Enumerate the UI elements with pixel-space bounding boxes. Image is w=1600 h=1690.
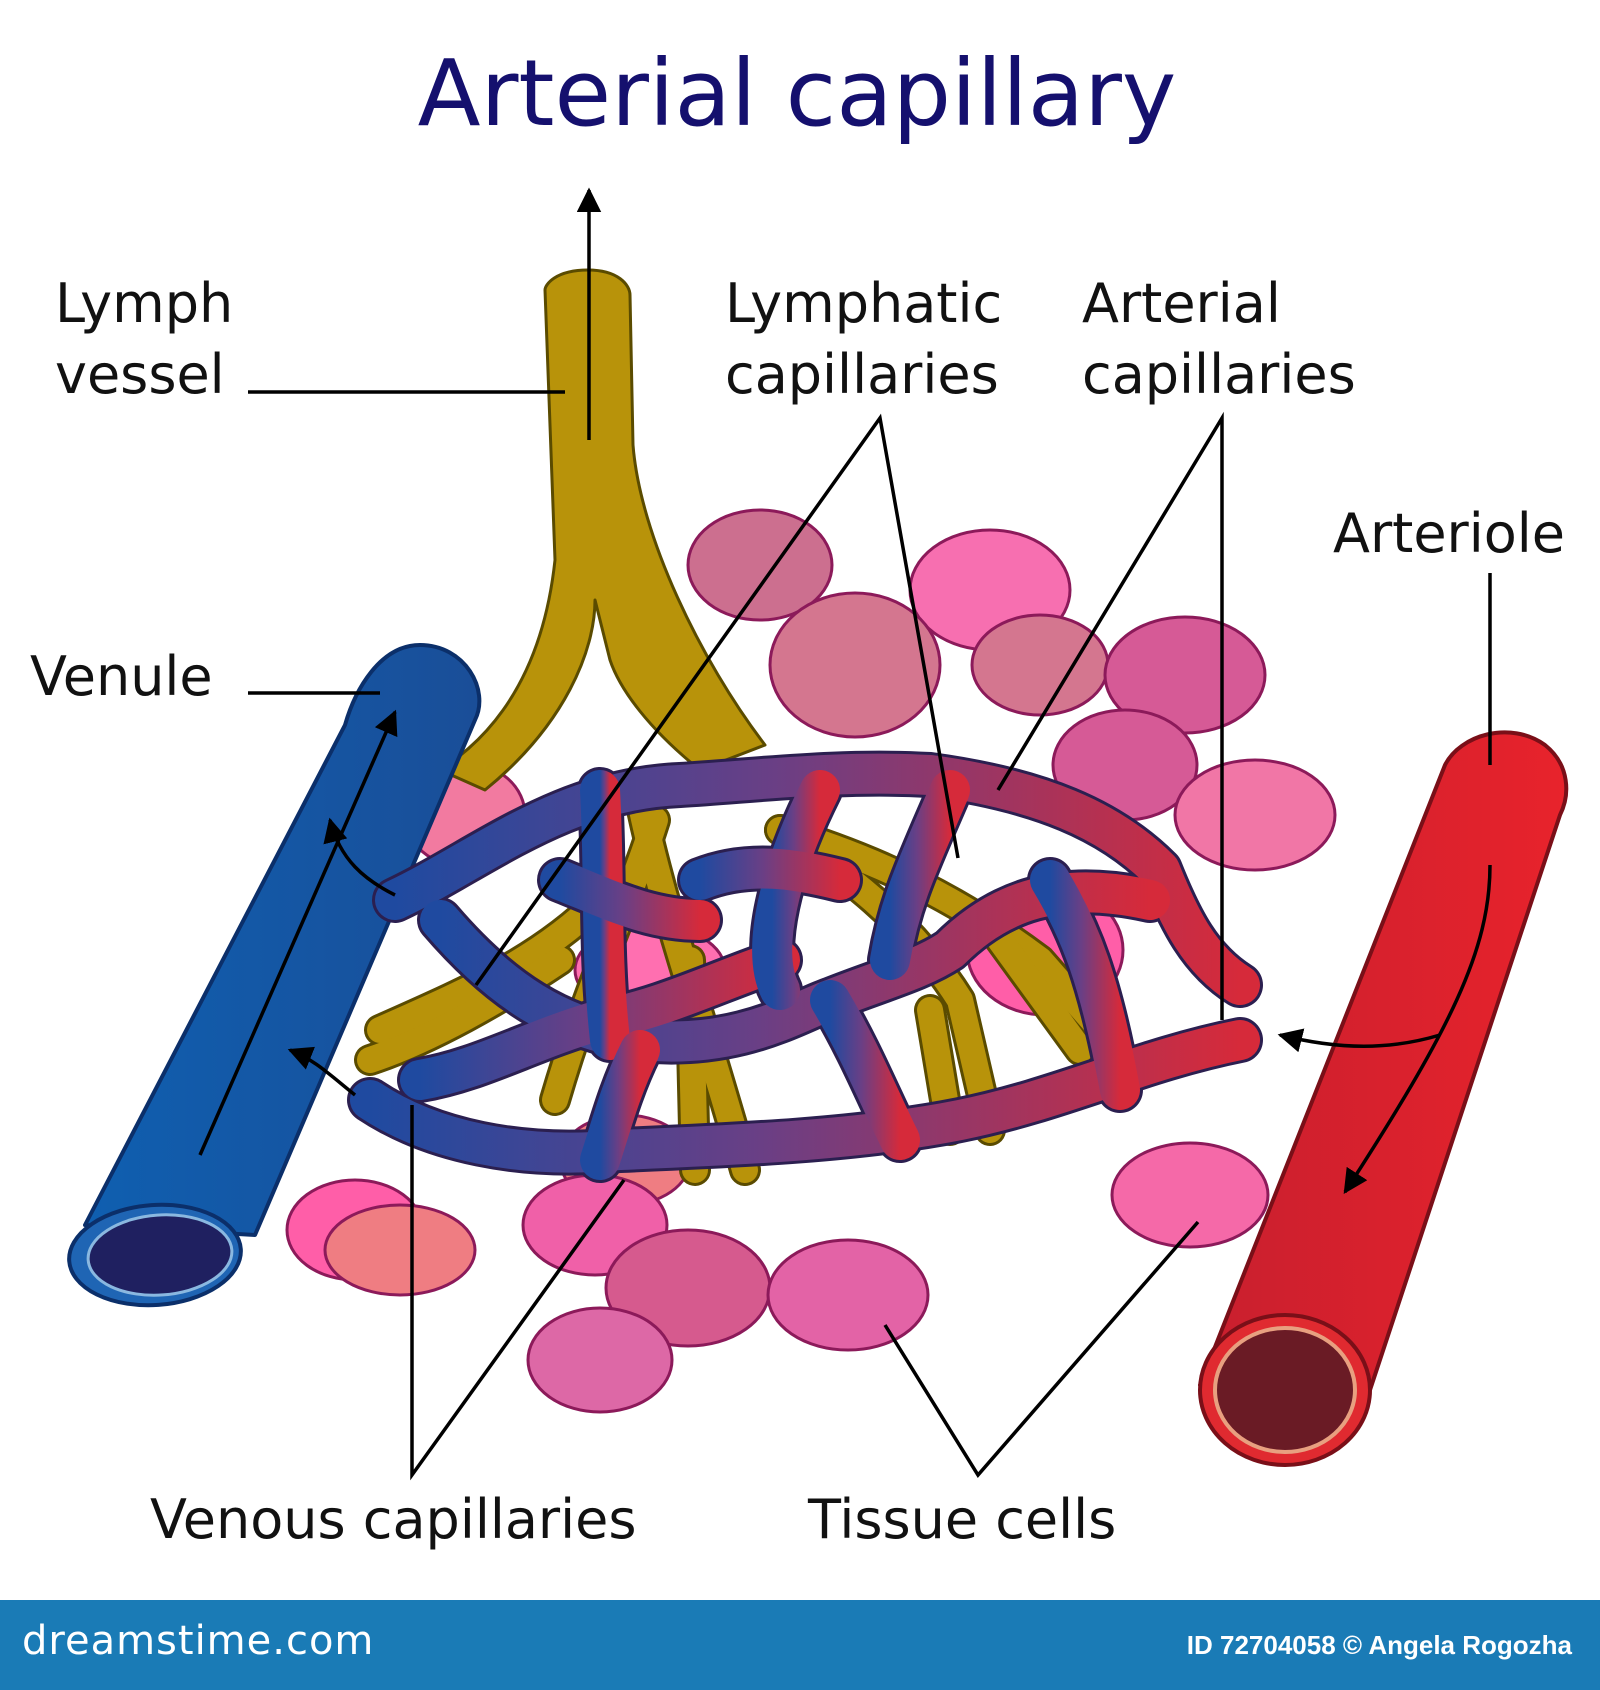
diagram-title: Arterial capillary <box>418 40 1177 147</box>
tissue-cell <box>526 1306 674 1414</box>
flow-arrows <box>198 187 1492 1195</box>
venule-lower-inflow-arrow <box>287 1046 357 1097</box>
tissue-cell <box>970 613 1110 717</box>
leader-venous-capillaries <box>410 1105 626 1481</box>
tissue-cell <box>1110 1141 1270 1249</box>
label-arterial-capillaries-line1: Arterial <box>1082 272 1281 335</box>
arteriole-shape <box>1198 730 1569 1467</box>
stock-footer-bar: dreamstime.com ID 72704058 © Angela Rogo… <box>0 1600 1600 1690</box>
capillary-network <box>347 750 1263 1183</box>
leader-arterial-capillaries <box>996 411 1224 1020</box>
label-tissue-cells: Tissue cells <box>807 1488 1116 1551</box>
label-venous-capillaries: Venous capillaries <box>150 1488 636 1551</box>
leader-lines <box>248 390 1492 1481</box>
arteriole-flow-arrow <box>1343 864 1492 1195</box>
tissue-cells-group <box>285 508 1337 1414</box>
arteriole-outflow-arrow <box>1277 1028 1441 1053</box>
capillary-diagram: Arterial capillary <box>30 40 1569 1551</box>
label-lymph-vessel-line1: Lymph <box>55 272 233 335</box>
venule-flow-arrow <box>198 709 398 1156</box>
stock-logo: dreamstime.com <box>22 1618 375 1664</box>
leader-lymphatic-capillaries <box>474 413 960 987</box>
label-arterial-capillaries-line2: capillaries <box>1082 343 1356 406</box>
venule-inflow-arrow <box>323 817 396 897</box>
leader-tissue-cells <box>883 1220 1200 1478</box>
venule-shape <box>67 643 482 1308</box>
tissue-cell <box>768 591 942 739</box>
image-credit: ID 72704058 © Angela Rogozha <box>1186 1630 1572 1660</box>
label-arteriole: Arteriole <box>1333 502 1565 565</box>
label-lymph-vessel-line2: vessel <box>55 343 225 406</box>
label-venule: Venule <box>30 645 213 708</box>
labels: Lymph vessel Lymphatic capillaries Arter… <box>30 272 1565 1551</box>
label-lymphatic-capillaries-line2: capillaries <box>725 343 999 406</box>
tissue-cell <box>766 1238 930 1352</box>
tissue-cell <box>323 1203 477 1297</box>
label-lymphatic-capillaries-line1: Lymphatic <box>725 272 1002 335</box>
tissue-cell <box>1173 758 1337 872</box>
